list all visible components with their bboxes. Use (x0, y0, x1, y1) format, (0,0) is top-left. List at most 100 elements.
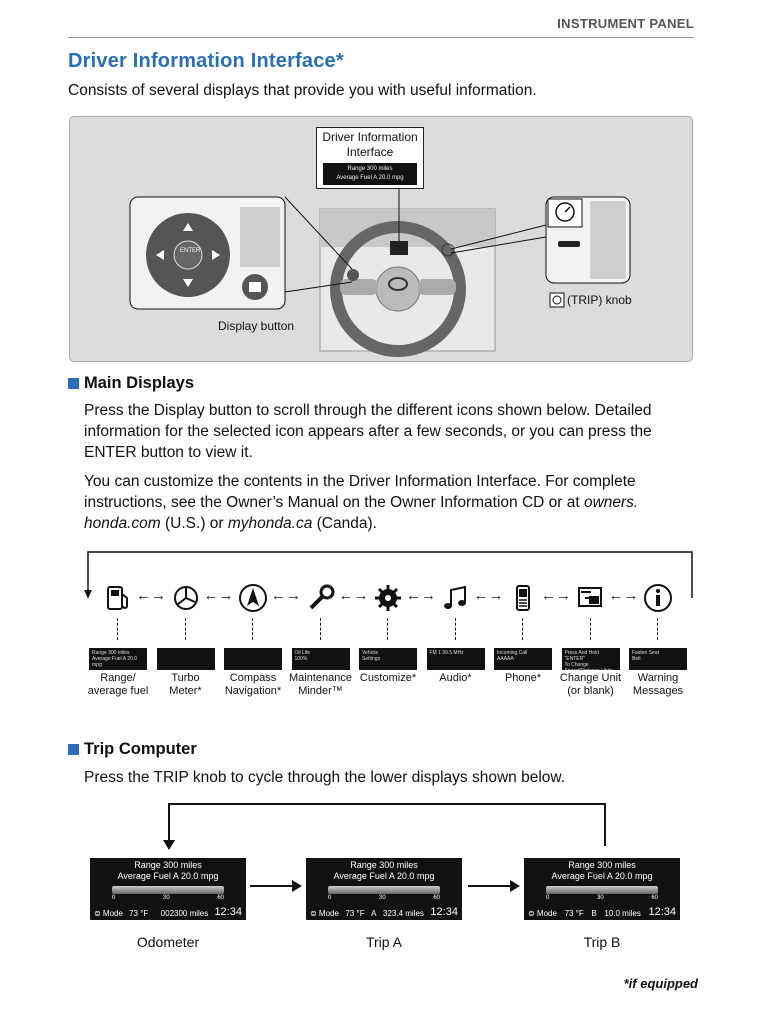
display-caption: Phone* (487, 672, 559, 685)
display-caption: Audio* (420, 672, 492, 685)
dashed-connector (589, 618, 591, 640)
main-displays-heading-text: Main Displays (84, 374, 195, 392)
mini-fuel-label: Average Fuel A (336, 175, 377, 181)
bidirectional-arrow-icon: ←→ (136, 587, 166, 604)
bidirectional-arrow-icon: ←→ (473, 587, 504, 604)
bidirectional-arrow-icon: ←→ (203, 587, 234, 604)
bidirectional-arrow-icon: ←→ (271, 587, 301, 604)
trip-display-caption: Trip A (365, 934, 403, 950)
para2-prefix: You can customize the contents in the Dr… (84, 473, 636, 511)
mini-range-row: Range 300 miles (327, 165, 413, 174)
fuel-row: Average Fuel A 20.0 mpg (117, 871, 219, 881)
tile-line: AAAAA (497, 656, 514, 662)
tile-line: Oil Life (294, 650, 311, 656)
clock: 12:34 (214, 906, 242, 918)
tile-line: To Change Speed/Distance Units (564, 662, 613, 670)
tick-label: 30 (378, 895, 386, 901)
trip-computer-para: Press the TRIP knob to cycle through the… (84, 769, 566, 786)
fuel-row: Average Fuel A 20.0 mpg (333, 871, 435, 881)
para2-middle: (U.S.) or (160, 515, 228, 532)
mode-label: ⊜ Mode (94, 909, 123, 918)
footnote: *if equipped (623, 976, 698, 991)
enter-button-label: ENTER (180, 248, 201, 254)
trip-display-caption: Trip B (583, 934, 621, 950)
tile-line: Settings (362, 656, 381, 662)
display-preview-tile: Press And Hold "ENTER"To Change Speed/Di… (561, 648, 620, 670)
dashboard-figure: Driver Information Interface Range 300 m… (69, 116, 693, 362)
dashboard-illustration (129, 189, 631, 357)
turbo-icon (170, 582, 202, 614)
caption-line: Change Unit (559, 672, 622, 684)
dashed-connector (387, 618, 388, 640)
myhonda-link[interactable]: myhonda.ca (227, 515, 313, 532)
section-marker-icon (68, 744, 79, 755)
tile-line: Range 300 miles (92, 650, 130, 656)
tile-line: FM 1 99.5 MHz (429, 650, 464, 656)
caption-line: Turbo (171, 672, 200, 684)
caption-line: Customize* (359, 672, 417, 684)
dii-callout-label: Driver Information Interface (322, 130, 418, 159)
tick-label: 30 (162, 895, 170, 901)
fuel-gauge-bar (546, 886, 658, 894)
dii-callout: Driver Information Interface Range 300 m… (316, 127, 424, 189)
arrow-right-icon (468, 880, 520, 892)
mode-label: ⊜ Mode (528, 909, 557, 918)
mini-fuel-value: 20.0 (378, 175, 391, 181)
fuel-pump-icon (102, 582, 134, 614)
clock: 12:34 (430, 906, 458, 918)
wrench-icon (305, 582, 337, 614)
caption-line: Maintenance (289, 672, 352, 684)
tick-label: 60 (433, 895, 440, 901)
temp-readout: 73 °F (564, 909, 584, 918)
main-displays-heading: Main Displays (68, 374, 194, 393)
distance-readout: 10.0 miles (604, 909, 641, 918)
main-displays-para1: Press the Display button to scroll throu… (84, 402, 652, 461)
dashed-connector (454, 618, 456, 640)
clock: 12:34 (648, 906, 676, 918)
caption-line: Audio* (439, 672, 472, 684)
mini-range-unit: miles (378, 166, 393, 172)
range-row: Range 300 miles (134, 860, 202, 870)
caption-line: Minder™ (298, 685, 343, 697)
distance-readout: 323.4 miles (383, 909, 424, 918)
caption-line: Compass (229, 672, 277, 684)
caption-line: Messages (632, 685, 684, 697)
page-title: Driver Information Interface* (68, 50, 344, 72)
temp-readout: 73 °F (345, 909, 365, 918)
header-divider (68, 37, 694, 38)
mini-fuel-unit: mpg (391, 175, 404, 181)
owners-link[interactable]: owners. honda.com (84, 494, 639, 532)
caption-line: Phone* (504, 672, 542, 684)
mini-range-value: 300 (366, 166, 377, 172)
distance-readout: 002300 miles (160, 909, 209, 918)
temp-readout: 73 °F (129, 909, 149, 918)
status-row: ⊜ Mode 73 °F 002300 miles 12:34 (94, 906, 242, 918)
dashed-connector (117, 618, 118, 640)
trip-knob-label: (TRIP) knob (567, 293, 632, 307)
bidirectional-arrow-icon: ←→ (406, 587, 436, 604)
dashed-connector (657, 618, 658, 640)
range-row: Range 300 miles (568, 860, 636, 870)
tile-line: Average Fuel A 20.0 mpg (92, 656, 137, 668)
range-row: Range 300 miles (350, 860, 418, 870)
mini-fuel-row: Average Fuel A 20.0 mpg (327, 174, 413, 183)
compass-icon (237, 582, 269, 614)
section-label: INSTRUMENT PANEL (557, 16, 694, 31)
caption-line: (or blank) (567, 685, 614, 697)
section-marker-icon (68, 378, 79, 389)
trip-display-caption: Odometer (136, 934, 200, 950)
phone-icon (507, 582, 539, 614)
display-caption: Customize* (352, 672, 424, 685)
para2-suffix: (Canda). (312, 515, 377, 532)
bidirectional-arrow-icon: ←→ (608, 587, 639, 604)
